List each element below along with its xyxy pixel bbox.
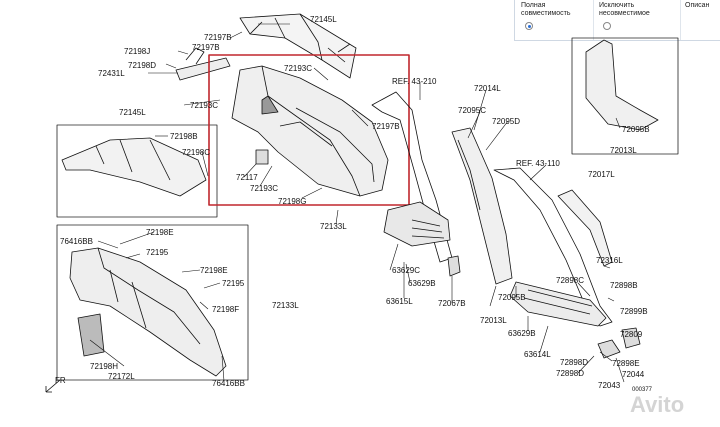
label-72898B: 72898B (610, 281, 638, 290)
radio-exclude-incompatible[interactable] (603, 22, 611, 30)
label-72133L-bot: 72133L (272, 301, 299, 310)
pillar-strip-72017L (557, 189, 613, 267)
speaker-grille-72172L (77, 313, 105, 357)
radio-full-compatibility[interactable] (525, 22, 533, 30)
label-72193C: 72193C (250, 184, 279, 193)
label-72198D: 72198D (128, 61, 157, 70)
label-72117: 72117 (236, 173, 258, 182)
label-72898E: 72898E (612, 359, 640, 368)
highlight-box (208, 54, 410, 206)
label-72198E: 72198E (200, 266, 228, 275)
label-ref-43-110: REF. 43-110 (516, 159, 560, 168)
label-72095D: 72095D (492, 117, 521, 126)
lower-quarter-trim (69, 247, 227, 377)
label-72172L: 72172L (108, 372, 135, 381)
label-72898D: 72898D (560, 358, 589, 367)
weatherstrip-43-110 (493, 167, 613, 327)
label-72145L-mid: 72145L (119, 108, 146, 117)
label-72044: 72044 (622, 370, 645, 379)
label-72198H: 72198H (90, 362, 119, 371)
label-72095C: 72095C (458, 106, 487, 115)
step-trim-63615L (383, 201, 451, 247)
compatibility-table-header: Полная совместимость Исключить несовмест… (514, 0, 720, 41)
upper-trim-panel (239, 13, 357, 79)
col-description: Описан (685, 2, 710, 9)
label-72095B-mid: 72095B (498, 293, 526, 302)
label-72043: 72043 (598, 381, 621, 390)
label-72013L-right: 72013L (610, 146, 637, 155)
label-72195: 72195 (146, 248, 169, 257)
label-72198F: 72198F (212, 305, 240, 314)
label-72095B-right: 72095B (622, 125, 650, 134)
label-72898D: 72898D (556, 369, 585, 378)
label-63614L: 63614L (524, 350, 551, 359)
col-full-compatibility: Полная совместимость (521, 2, 571, 17)
doc-code: 000377 (632, 387, 653, 393)
label-72198J: 72198J (124, 47, 151, 56)
weatherstrip-43-210 (371, 91, 453, 263)
label-76416BB: 76416BB (212, 379, 245, 388)
label-72013L-mid: 72013L (480, 316, 507, 325)
label-ref-43-210: REF. 43-210 (392, 77, 437, 86)
bracket-72899B (621, 327, 641, 349)
label-63615L: 63615L (386, 297, 413, 306)
label-72195: 72195 (222, 279, 245, 288)
label-72809: 72809 (620, 330, 643, 339)
label-72193C: 72193C (190, 101, 219, 110)
clip-72198J (185, 47, 205, 65)
label-72197B: 72197B (204, 33, 232, 42)
pillar-trim-72014L (451, 127, 513, 285)
label-63629B: 63629B (508, 329, 536, 338)
bracket-72067B (447, 255, 461, 277)
label-fr: FR (55, 376, 66, 385)
inset-box-72145L (56, 124, 218, 218)
label-63629C: 63629C (392, 266, 421, 275)
label-72193C: 72193C (284, 64, 313, 73)
step-trim-63614L (509, 281, 607, 327)
label-72198G: 72198G (278, 197, 307, 206)
label-72198C: 72198C (182, 148, 211, 157)
inset-box-bottom-left (56, 224, 249, 381)
pillar-trim-72013L-right (585, 39, 659, 131)
label-72316L: 72316L (596, 256, 623, 265)
label-72067B: 72067B (438, 299, 466, 308)
quarter-trim-72133L (231, 65, 389, 197)
label-72198B: 72198B (170, 132, 198, 141)
label-72133L-top: 72133L (320, 222, 347, 231)
label-72017L: 72017L (588, 170, 615, 179)
label-72198E: 72198E (146, 228, 174, 237)
avito-watermark: Avito (630, 392, 685, 417)
label-63629B: 63629B (408, 279, 436, 288)
bracket-72898E (597, 339, 621, 359)
bracket-72431L (175, 57, 231, 81)
label-72898C: 72898C (556, 276, 585, 285)
front-direction-arrow (45, 379, 61, 393)
leader-lines (89, 23, 625, 383)
column-divider (680, 0, 681, 40)
bracket-72117 (255, 149, 269, 165)
label-72197B: 72197B (372, 122, 400, 131)
label-76416BB: 76416BB (60, 237, 93, 246)
label-72145L-top: 72145L (310, 15, 337, 24)
column-divider (593, 0, 594, 40)
label-72014L: 72014L (474, 84, 501, 93)
label-72431L: 72431L (98, 69, 125, 78)
side-trim-72145L (61, 137, 207, 197)
inset-box-right (571, 37, 679, 155)
label-72197B: 72197B (192, 43, 220, 52)
label-72899B: 72899B (620, 307, 648, 316)
col-exclude-incompatible: Исключить несовместимое (599, 2, 650, 17)
